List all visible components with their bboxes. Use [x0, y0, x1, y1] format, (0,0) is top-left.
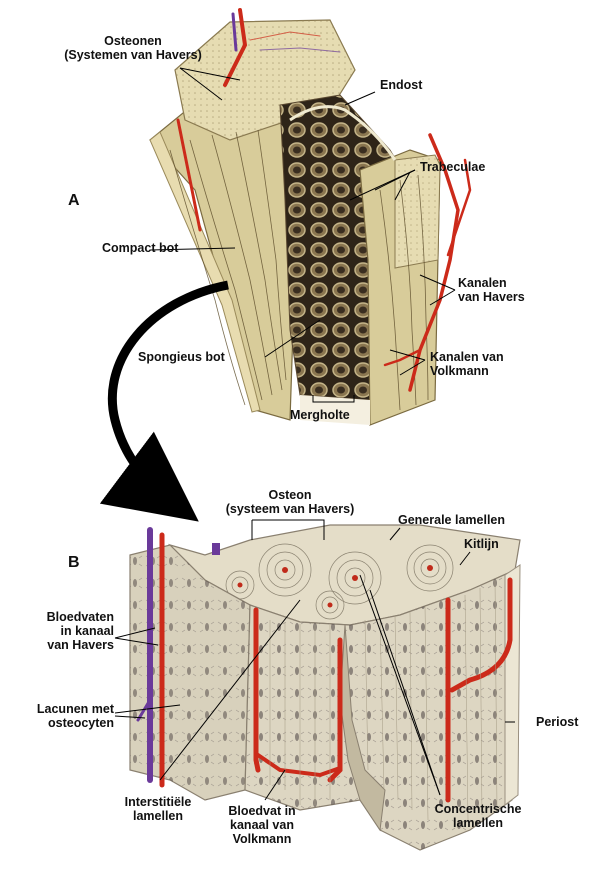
leader-lines [114, 67, 515, 801]
label-osteonen-line2: (Systemen van Havers) [64, 48, 202, 62]
label-mergholte: Mergholte [290, 408, 350, 422]
label-periost: Periost [536, 715, 579, 729]
label-kitlijn: Kitlijn [464, 537, 499, 551]
label-lacunen: Lacunen met osteocyten [16, 702, 114, 730]
bone-block-b [129, 524, 521, 851]
label-lacunen-line1: Lacunen met [36, 702, 114, 716]
label-osteonen: Osteonen (Systemen van Havers) [38, 34, 228, 62]
label-kanalen-havers: Kanalen van Havers [458, 276, 525, 304]
label-generale-lamellen: Generale lamellen [398, 513, 506, 527]
osteon-rings [225, 543, 454, 620]
endosteum-lining [289, 105, 397, 161]
label-concentrische-line2: lamellen [452, 816, 504, 830]
label-bloedvaten-line1: Bloedvaten [46, 610, 114, 624]
vein-stub-top [212, 543, 220, 555]
vessel-branch-a2 [383, 348, 422, 367]
label-kanalen-volkmann: Kanalen van Volkmann [430, 350, 504, 378]
label-concentrische-lamellen: Concentrische lamellen [426, 802, 530, 830]
periosteum-strip-a [149, 131, 261, 413]
connecting-arrow [99, 280, 229, 522]
panel-letter-b: B [68, 554, 80, 571]
label-trabeculae: Trabeculae [420, 160, 486, 174]
label-bloedvaten-line3: van Havers [47, 638, 114, 652]
label-kanalen-havers-line1: Kanalen [458, 276, 507, 290]
label-bloedvaten-line2: in kanaal [60, 624, 115, 638]
label-endost: Endost [380, 78, 423, 92]
bone-section-a [149, 8, 472, 426]
vein-branch-b [136, 698, 152, 722]
label-osteon: Osteon (systeem van Havers) [220, 488, 360, 516]
panel-letter-a: A [68, 192, 80, 209]
label-bloedvat-line1: Bloedvat in [228, 804, 296, 818]
label-kanalen-volkmann-line1: Kanalen van [430, 350, 504, 364]
label-bloedvat-volkmann: Bloedvat in kanaal van Volkmann [212, 804, 312, 846]
label-spongieus-bot: Spongieus bot [138, 350, 225, 364]
label-interstitiele-line2: lamellen [132, 809, 184, 823]
vessel-branch-a1 [446, 158, 472, 257]
artery-top-a [223, 8, 248, 87]
label-concentrische-line1: Concentrische [434, 802, 522, 816]
label-osteonen-line1: Osteonen [104, 34, 162, 48]
label-compact-bot: Compact bot [102, 241, 179, 255]
label-bloedvaten: Bloedvaten in kanaal van Havers [22, 610, 114, 652]
label-osteon-line2: (systeem van Havers) [225, 502, 355, 516]
block-step-cut [339, 624, 386, 832]
label-bloedvat-line3: Volkmann [232, 832, 292, 846]
label-kanalen-havers-line2: van Havers [458, 290, 525, 304]
label-interstitiele-lamellen: Interstitiële lamellen [108, 795, 208, 823]
label-lacunen-line2: osteocyten [48, 716, 114, 730]
label-kanalen-volkmann-line2: Volkmann [430, 364, 489, 378]
label-interstitiele-line1: Interstitiële [124, 795, 192, 809]
label-bloedvat-line2: kanaal van [230, 818, 294, 832]
artery-right-2 [449, 577, 513, 693]
artery-left-a [176, 118, 202, 232]
artery-front-left [253, 607, 261, 773]
vein-top-a [231, 12, 238, 52]
label-osteon-line1: Osteon [268, 488, 312, 502]
